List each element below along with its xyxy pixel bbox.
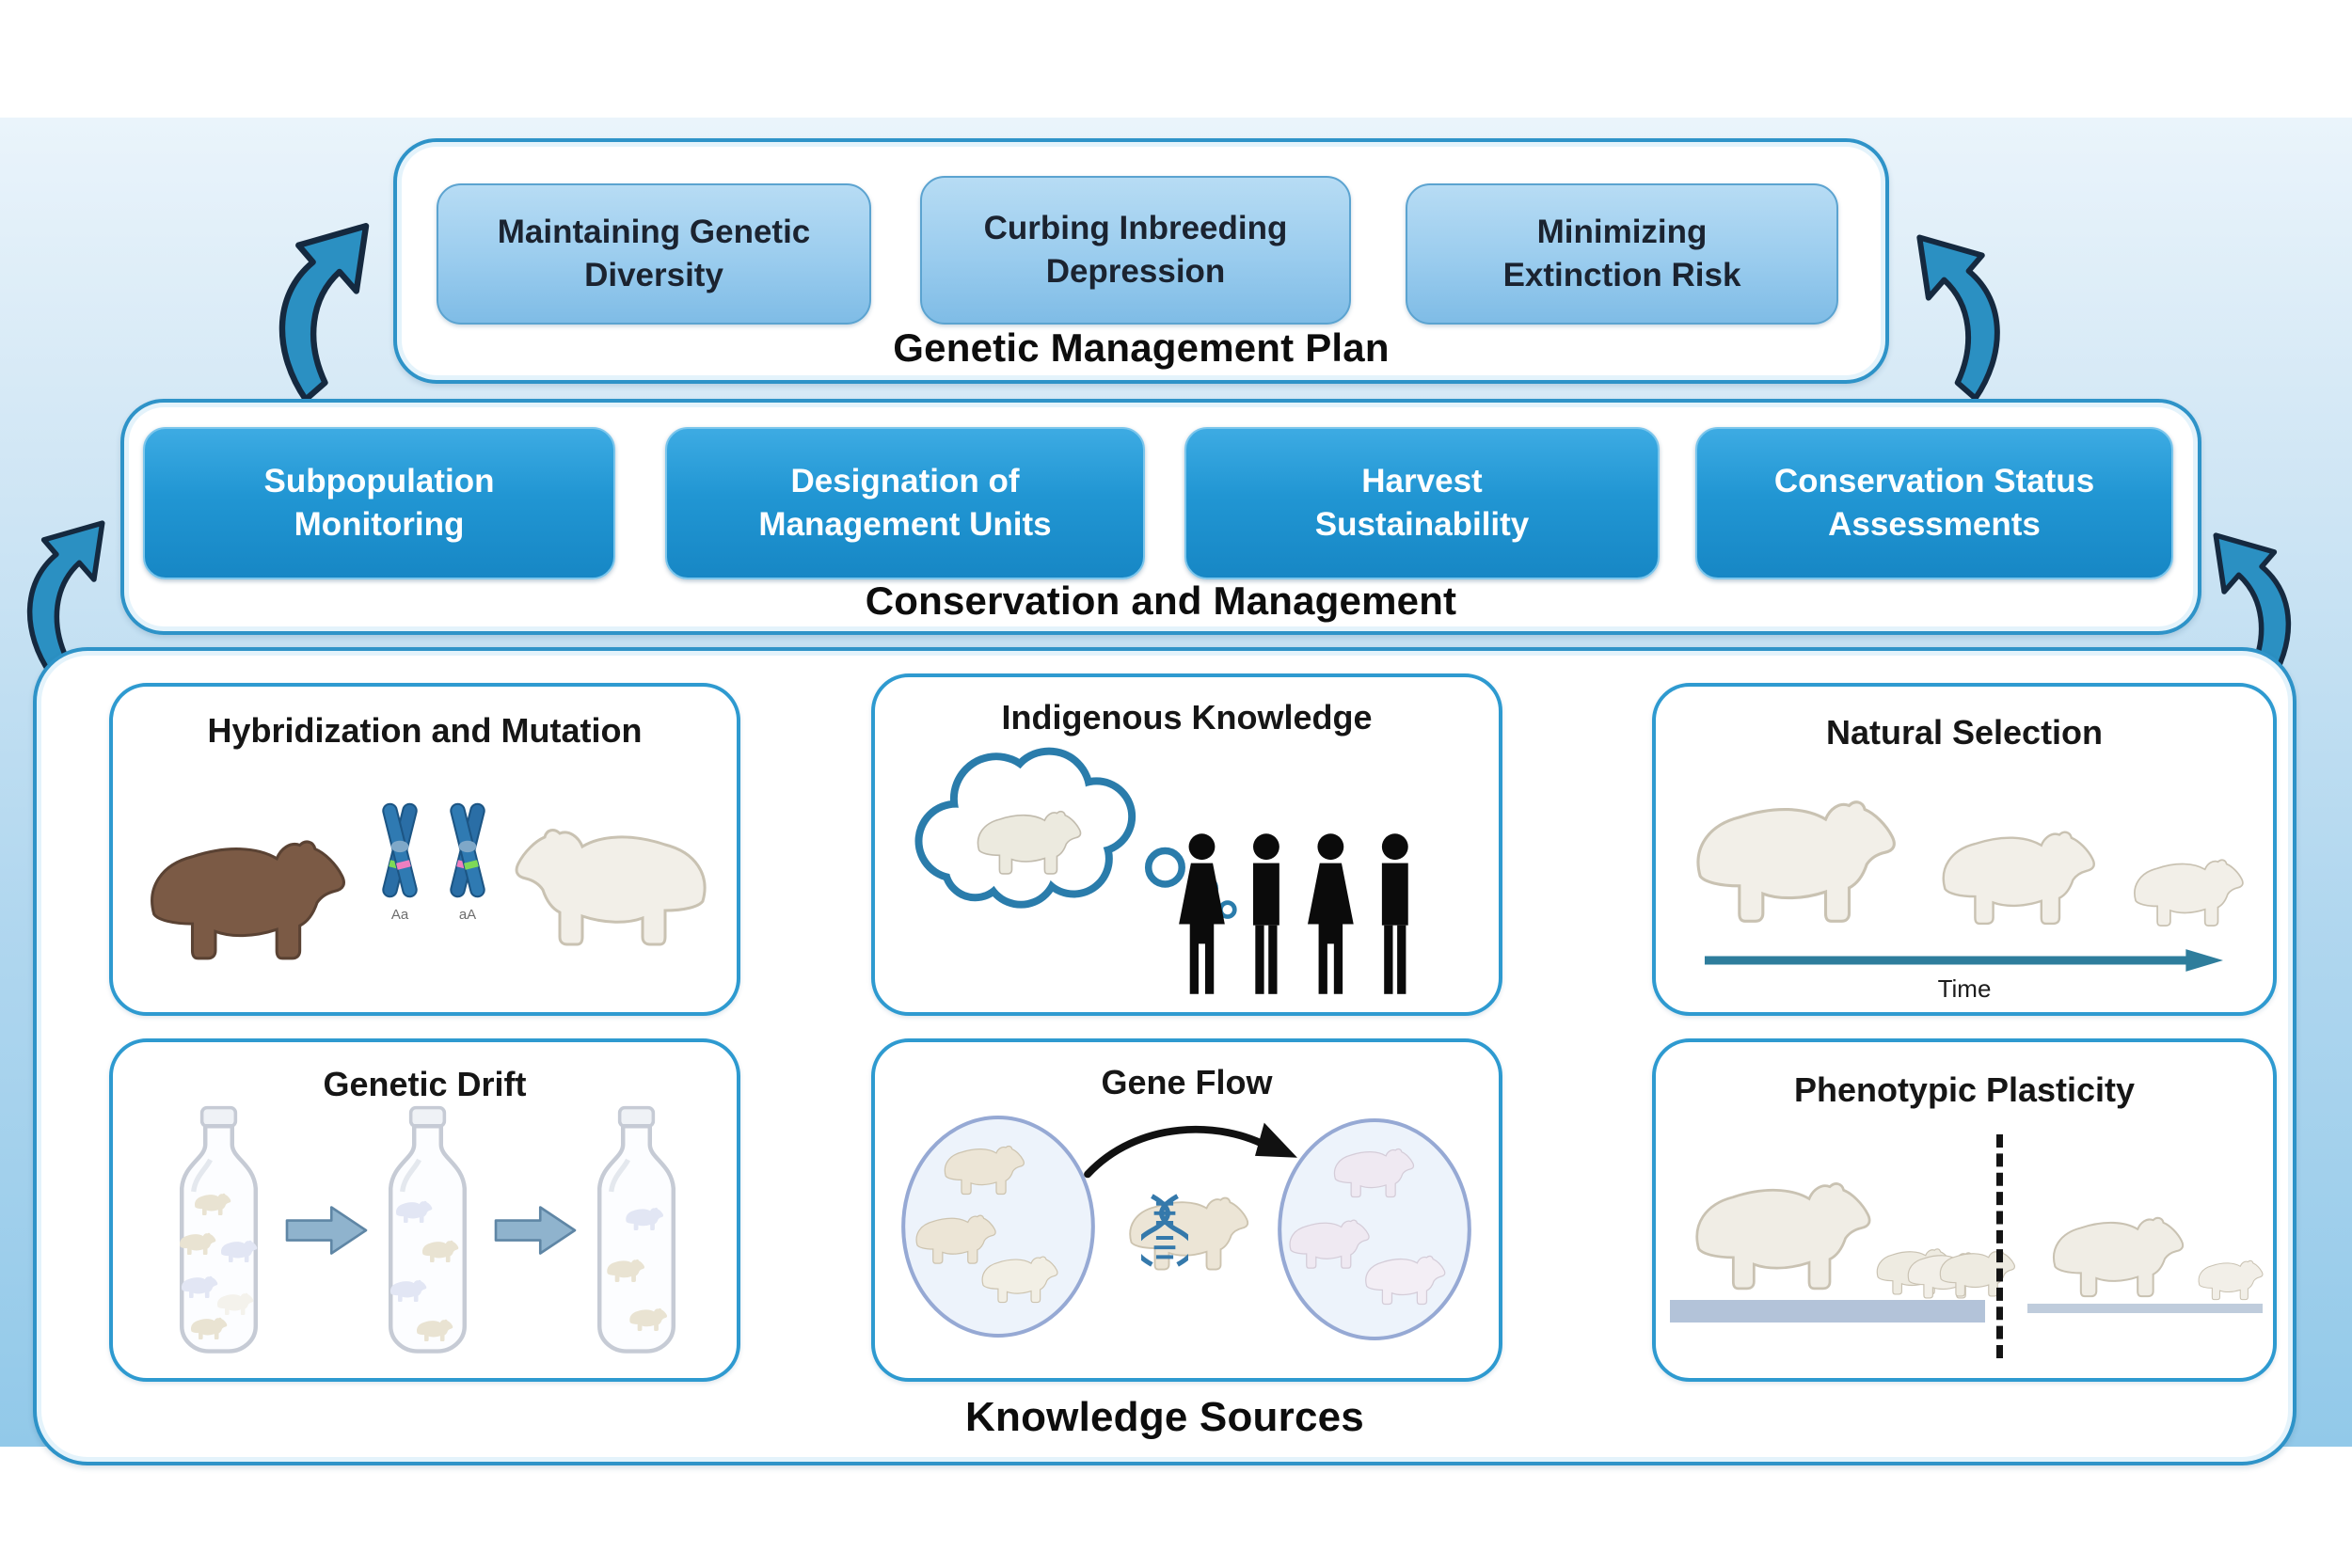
box-label: Designation of Management Units [758, 462, 1052, 543]
brown-bear-icon [127, 818, 358, 968]
chromosome-icon [382, 802, 418, 898]
bear-icon [175, 1228, 218, 1257]
ice-platform-thick [1670, 1300, 1985, 1323]
box-maintaining-genetic-diversity: Maintaining Genetic Diversity [437, 183, 871, 325]
migration-arrow-icon [1084, 1122, 1297, 1179]
box-curbing-inbreeding-depression: Curbing Inbreeding Depression [920, 176, 1351, 325]
card-title: Genetic Drift [323, 1065, 527, 1103]
card-title: Gene Flow [1101, 1063, 1273, 1101]
polar-bear-large-icon [1673, 778, 1908, 931]
cycle-arrow-top-right-icon [1882, 229, 2013, 407]
cub-icon [2190, 1253, 2267, 1303]
cub-icon [1931, 1242, 2020, 1300]
box-harvest-sustainability: Harvest Sustainability [1184, 427, 1660, 579]
genetic-management-plan-section: Maintaining Genetic Diversity Curbing In… [393, 138, 1889, 384]
people-group-icon [1179, 833, 1408, 994]
box-minimizing-extinction-risk: Minimizing Extinction Risk [1406, 183, 1838, 325]
box-subpopulation-monitoring: Subpopulation Monitoring [143, 427, 615, 579]
dashed-divider [1996, 1134, 2003, 1358]
card-title: Natural Selection [1825, 713, 2104, 752]
thought-cloud-icon [914, 747, 1237, 919]
genetic-management-plan-label: Genetic Management Plan [893, 325, 1390, 370]
bear-icon [216, 1236, 260, 1264]
bear-icon [621, 1203, 666, 1232]
box-label: Subpopulation Monitoring [263, 462, 495, 543]
chromosome-allele-label: aA [458, 907, 477, 923]
bear-icon [418, 1236, 461, 1264]
bear-icon [190, 1189, 233, 1217]
conservation-management-section: Subpopulation Monitoring Designation of … [120, 399, 2201, 635]
time-axis-label: Time [1937, 974, 1992, 1003]
bottle-population-1 [160, 1104, 278, 1356]
card-indigenous-knowledge: Indigenous Knowledge [871, 673, 1502, 1016]
bear-icon [602, 1255, 647, 1284]
bear-icon [625, 1304, 670, 1333]
bear-icon [391, 1196, 435, 1225]
block-arrow-icon [285, 1204, 368, 1257]
card-genetic-drift: Genetic Drift [109, 1038, 740, 1382]
knowledge-sources-section: Hybridization and Mutation [33, 647, 2296, 1465]
box-label: Minimizing Extinction Risk [1502, 213, 1741, 293]
time-arrow-icon [1704, 949, 2224, 972]
polar-bear-medium-icon [1924, 814, 2105, 931]
card-title: Hybridization and Mutation [207, 711, 643, 750]
card-title: Phenotypic Plasticity [1793, 1070, 2136, 1109]
box-conservation-status-assessments: Conservation Status Assessments [1695, 427, 2173, 579]
population-circle-left-icon [901, 1116, 1095, 1338]
ice-platform-thin [2027, 1304, 2263, 1313]
knowledge-sources-label: Knowledge Sources [965, 1394, 1364, 1440]
card-gene-flow: Gene Flow [871, 1038, 1502, 1382]
chromosome-allele-label: Aa [390, 907, 409, 923]
conservation-management-label: Conservation and Management [865, 578, 1457, 623]
bear-icon [386, 1275, 429, 1304]
chromosome-icon [450, 802, 485, 898]
dna-icon [1141, 1194, 1188, 1267]
box-label: Harvest Sustainability [1314, 462, 1530, 543]
card-phenotypic-plasticity: Phenotypic Plasticity [1652, 1038, 2277, 1382]
card-title: Indigenous Knowledge [1001, 698, 1373, 736]
bottle-population-3 [578, 1104, 695, 1356]
box-label: Conservation Status Assessments [1773, 462, 2095, 543]
bottle-population-2 [369, 1104, 486, 1356]
box-label: Maintaining Genetic Diversity [497, 213, 811, 293]
bear-icon [412, 1315, 455, 1343]
card-hybridization-and-mutation: Hybridization and Mutation [109, 683, 740, 1016]
mother-bear-small-icon [2037, 1202, 2192, 1303]
polar-bear-small-icon [2121, 847, 2250, 931]
polar-bear-icon [503, 807, 729, 954]
box-designation-management-units: Designation of Management Units [665, 427, 1145, 579]
bear-icon [186, 1313, 230, 1341]
mother-bear-large-icon [1675, 1163, 1882, 1297]
box-label: Curbing Inbreeding Depression [983, 209, 1288, 290]
population-circle-right-icon [1278, 1118, 1471, 1340]
block-arrow-icon [494, 1204, 577, 1257]
card-natural-selection: Natural Selection Time [1652, 683, 2277, 1016]
